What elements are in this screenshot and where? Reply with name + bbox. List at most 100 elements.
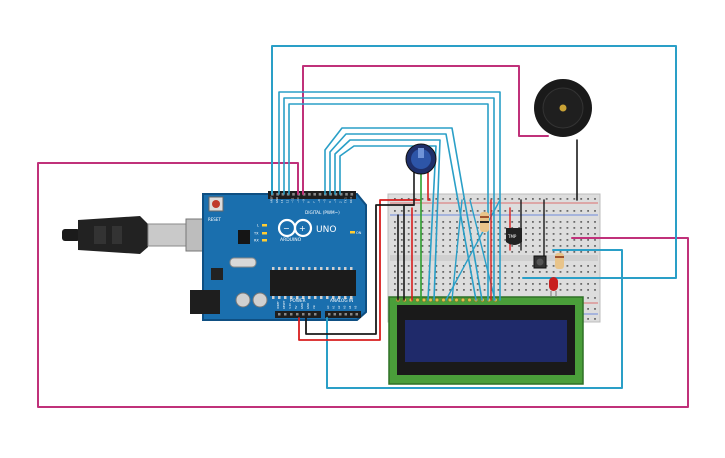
lcd-pin — [460, 297, 466, 303]
lcd-pin — [434, 297, 440, 303]
usb-plug-grip — [94, 226, 106, 244]
digital-pin-hole — [334, 193, 338, 196]
lcd-screen — [405, 320, 567, 362]
arduino-model-label: UNO — [316, 225, 336, 235]
atmega-chip — [270, 270, 356, 296]
analog-pin-label: A1 — [332, 305, 336, 309]
lcd-display — [388, 296, 584, 385]
lcd-pin — [447, 297, 453, 303]
digital-pin-hole — [350, 193, 354, 196]
push-button — [533, 255, 547, 269]
svg-text:+: + — [299, 224, 306, 233]
potentiometer-knob — [411, 149, 431, 169]
lcd-pin — [467, 297, 472, 303]
usb-plug-metal — [147, 223, 189, 247]
digital-pin-hole — [286, 193, 290, 196]
power-pin-label: RESET — [282, 300, 286, 309]
digital-pin-hole — [313, 193, 316, 196]
power-pin-label: Vin — [312, 305, 316, 309]
reset-button-cap — [212, 200, 220, 208]
tmp-sensor-body — [506, 228, 522, 245]
power-pin-label: GND — [306, 303, 310, 309]
wire-cyan-lcd-5 — [329, 133, 477, 301]
analog-pin-label: A4 — [348, 305, 352, 309]
wire-cyan-lcd-7 — [339, 145, 437, 301]
wire-cyan-lcd-1 — [278, 91, 501, 301]
potentiometer-indicator — [418, 148, 424, 158]
wire-cyan-lcd-6 — [334, 139, 441, 301]
wire-magenta-buzzer — [302, 65, 549, 195]
voltage-regulator — [211, 268, 223, 280]
arduino-brand-label: ARDUINO — [280, 237, 302, 243]
tmp-sensor: TMP — [506, 228, 522, 245]
analog-pin-label: A0 — [326, 305, 330, 309]
digital-pin-hole — [281, 193, 285, 196]
digital-pin-label: 12 — [285, 199, 289, 203]
digital-pin-label: ~5 — [323, 199, 327, 203]
red-led — [549, 277, 558, 297]
wire-magenta-outer-loop — [37, 162, 689, 408]
digital-header-label: DIGITAL (PWM~) — [305, 210, 340, 215]
led-label-l: L — [257, 224, 259, 228]
usb-cable — [62, 216, 207, 254]
analog-header — [325, 311, 361, 318]
digital-pin-label: TX 1 — [344, 197, 348, 203]
digital-pin-label: 13 — [280, 199, 284, 203]
arduino-infinity-logo: − + — [277, 218, 313, 238]
wire-red-5v — [298, 199, 421, 341]
digital-pin-hole — [292, 193, 295, 196]
status-leds: L TX RX ON — [253, 224, 362, 243]
analog-pin-label: A3 — [343, 305, 347, 309]
svg-text:−: − — [283, 224, 290, 233]
potentiometer — [405, 143, 437, 175]
digital-pin-label: 8 — [307, 201, 311, 203]
lcd-pin — [441, 297, 446, 303]
wire-cyan-analog-sensor — [326, 249, 623, 389]
led-label-rx: RX — [254, 239, 259, 243]
analog-pin-label: A2 — [337, 305, 341, 309]
chip-pins — [272, 267, 353, 299]
wire-pot-vcc — [427, 169, 431, 201]
digital-header — [268, 191, 356, 199]
digital-pin-label: ~10 — [296, 197, 300, 203]
icsp-header — [238, 230, 250, 244]
digital-pin-label: 7 — [312, 201, 316, 203]
digital-pin-label: 2 — [338, 201, 342, 203]
digital-pin-hole — [339, 193, 343, 196]
analog-pin-label: A5 — [354, 305, 358, 309]
wire-cyan-lcd-2 — [283, 97, 495, 301]
lcd-pin — [428, 297, 433, 303]
digital-pin-label: ~3 — [333, 199, 337, 203]
buzzer-hole — [559, 104, 567, 112]
power-pin-label: IOREF — [276, 301, 280, 309]
usb-plug-grip — [112, 226, 122, 244]
resistor-1 — [480, 212, 489, 232]
wires — [37, 45, 689, 408]
digital-pin-label: RX 0 — [349, 197, 353, 203]
power-header-label: POWER — [290, 298, 306, 303]
digital-pin-hole — [345, 193, 348, 196]
digital-pin-label: ~6 — [317, 199, 321, 203]
capacitor — [235, 292, 251, 308]
power-pin-label: 5V — [294, 305, 298, 309]
led-label-tx: TX — [253, 232, 259, 236]
crystal-oscillator — [229, 257, 257, 268]
usb-cable-strain-relief — [62, 229, 80, 241]
power-led — [350, 231, 355, 234]
power-pin-label: 3.3V — [288, 303, 292, 309]
digital-pin-label: AREF — [270, 196, 274, 203]
resistor-2 — [555, 253, 564, 269]
digital-pin-label: ~9 — [301, 199, 305, 203]
wire-cyan-top-loop — [271, 45, 677, 279]
digital-pin-label: 4 — [328, 201, 332, 203]
wire-black-gnd — [305, 204, 415, 335]
on-led-label: ON — [356, 231, 362, 235]
digital-pin-hole — [276, 193, 279, 196]
digital-pin-label: GND — [275, 197, 279, 203]
analog-header-label: ANALOG IN — [330, 298, 353, 303]
reset-label: RESET — [208, 217, 221, 222]
